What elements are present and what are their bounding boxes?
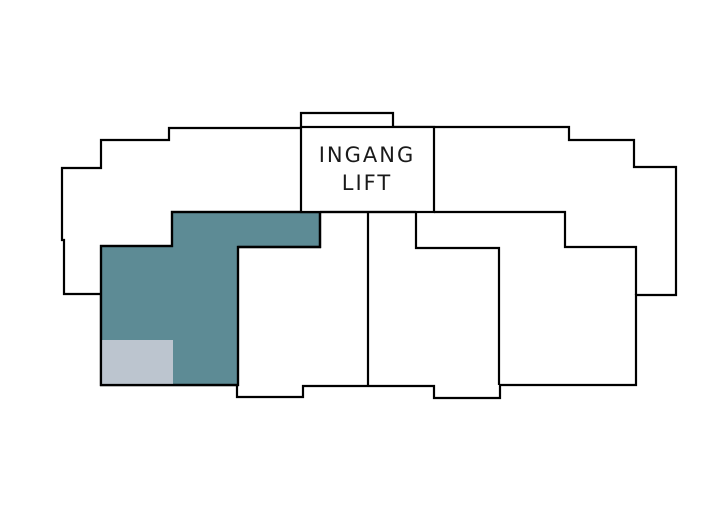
unit-wall-right-a	[414, 212, 501, 385]
highlighted-unit-sub-area	[102, 340, 173, 384]
entrance-label-line1: INGANG	[319, 143, 416, 167]
entrance-label-line2: LIFT	[342, 171, 392, 195]
unit-wall-center-left	[238, 212, 322, 249]
unit-wall-right-b	[434, 210, 638, 295]
entrance-lift-block	[299, 125, 436, 214]
